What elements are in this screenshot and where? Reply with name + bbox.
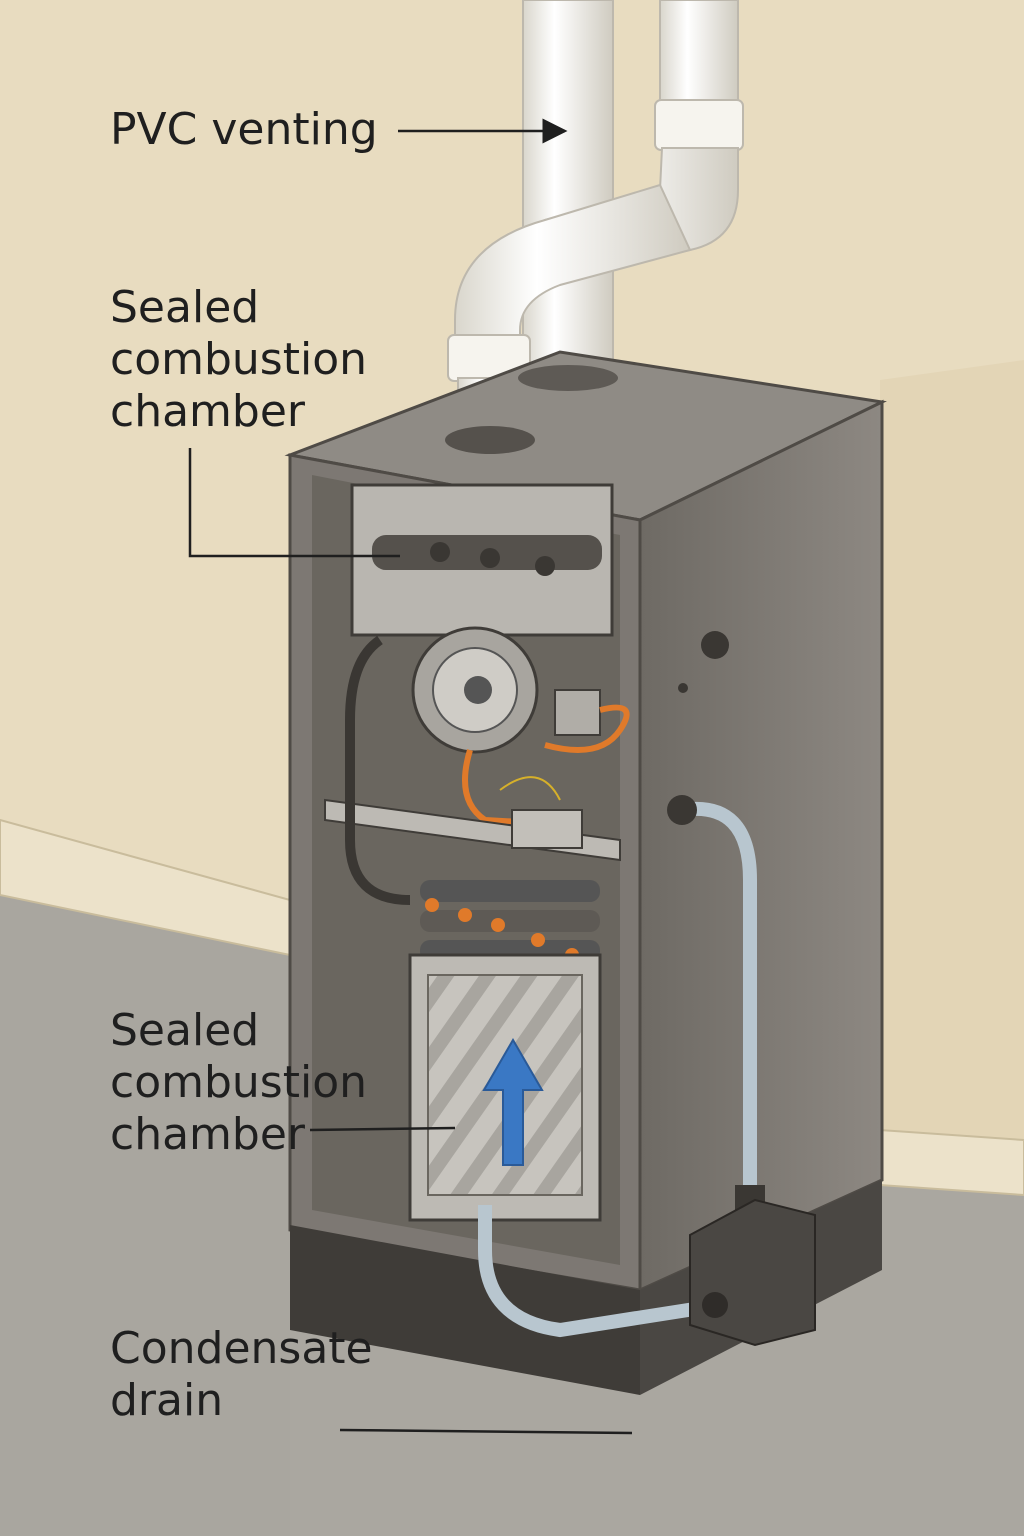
- leader-sealed-combustion-upper: [188, 448, 400, 558]
- cabinet-base: [290, 1225, 640, 1395]
- pvc-pipe-upper: [659, 0, 739, 116]
- condensate-outlet: [702, 1292, 728, 1318]
- control-wire: [499, 776, 561, 801]
- gas-valve: [511, 809, 583, 849]
- burner-tip: [491, 918, 505, 932]
- burner-tip: [531, 933, 545, 947]
- condensate-hose-bottom: [478, 1205, 722, 1338]
- burner-tip: [458, 908, 472, 922]
- pvc-coupling-upper: [654, 99, 744, 151]
- vent-collar-1: [445, 426, 535, 454]
- ignition-wire: [544, 704, 630, 753]
- burner-port: [535, 556, 555, 576]
- inducer-fan-hub: [464, 676, 492, 704]
- vent-collar-2: [518, 365, 618, 391]
- burner-port: [430, 542, 450, 562]
- cabinet-knockout: [701, 631, 729, 659]
- burner-port: [480, 548, 500, 568]
- burner-tube: [420, 880, 600, 902]
- airflow-arrow: [482, 1038, 544, 1166]
- wall-right-shade: [880, 360, 1024, 1200]
- cabinet-knockout: [678, 683, 688, 693]
- ignition-wire: [462, 749, 521, 825]
- pressure-switch: [554, 689, 601, 736]
- gas-line: [345, 635, 411, 905]
- pvc-vent-pipe-vertical: [522, 0, 614, 386]
- pvc-venting-label: PVC venting: [110, 104, 378, 155]
- burner-tip: [425, 898, 439, 912]
- burner-tube: [420, 910, 600, 932]
- condensate-hose-side: [680, 801, 757, 1195]
- leader-sealed-combustion-lower: [309, 1126, 456, 1132]
- leader-condensate-drain: [339, 1428, 633, 1435]
- baseboard-right: [879, 1128, 1024, 1197]
- floor: [0, 895, 290, 1536]
- cabinet-side: [638, 399, 884, 1293]
- sealed-combustion-chamber-label-lower: Sealed combustion chamber: [110, 1005, 367, 1160]
- side-port: [667, 795, 697, 825]
- condensate-drain-label: Condensate drain: [110, 1323, 373, 1426]
- sealed-combustion-chamber-label-upper: Sealed combustion chamber: [110, 282, 367, 437]
